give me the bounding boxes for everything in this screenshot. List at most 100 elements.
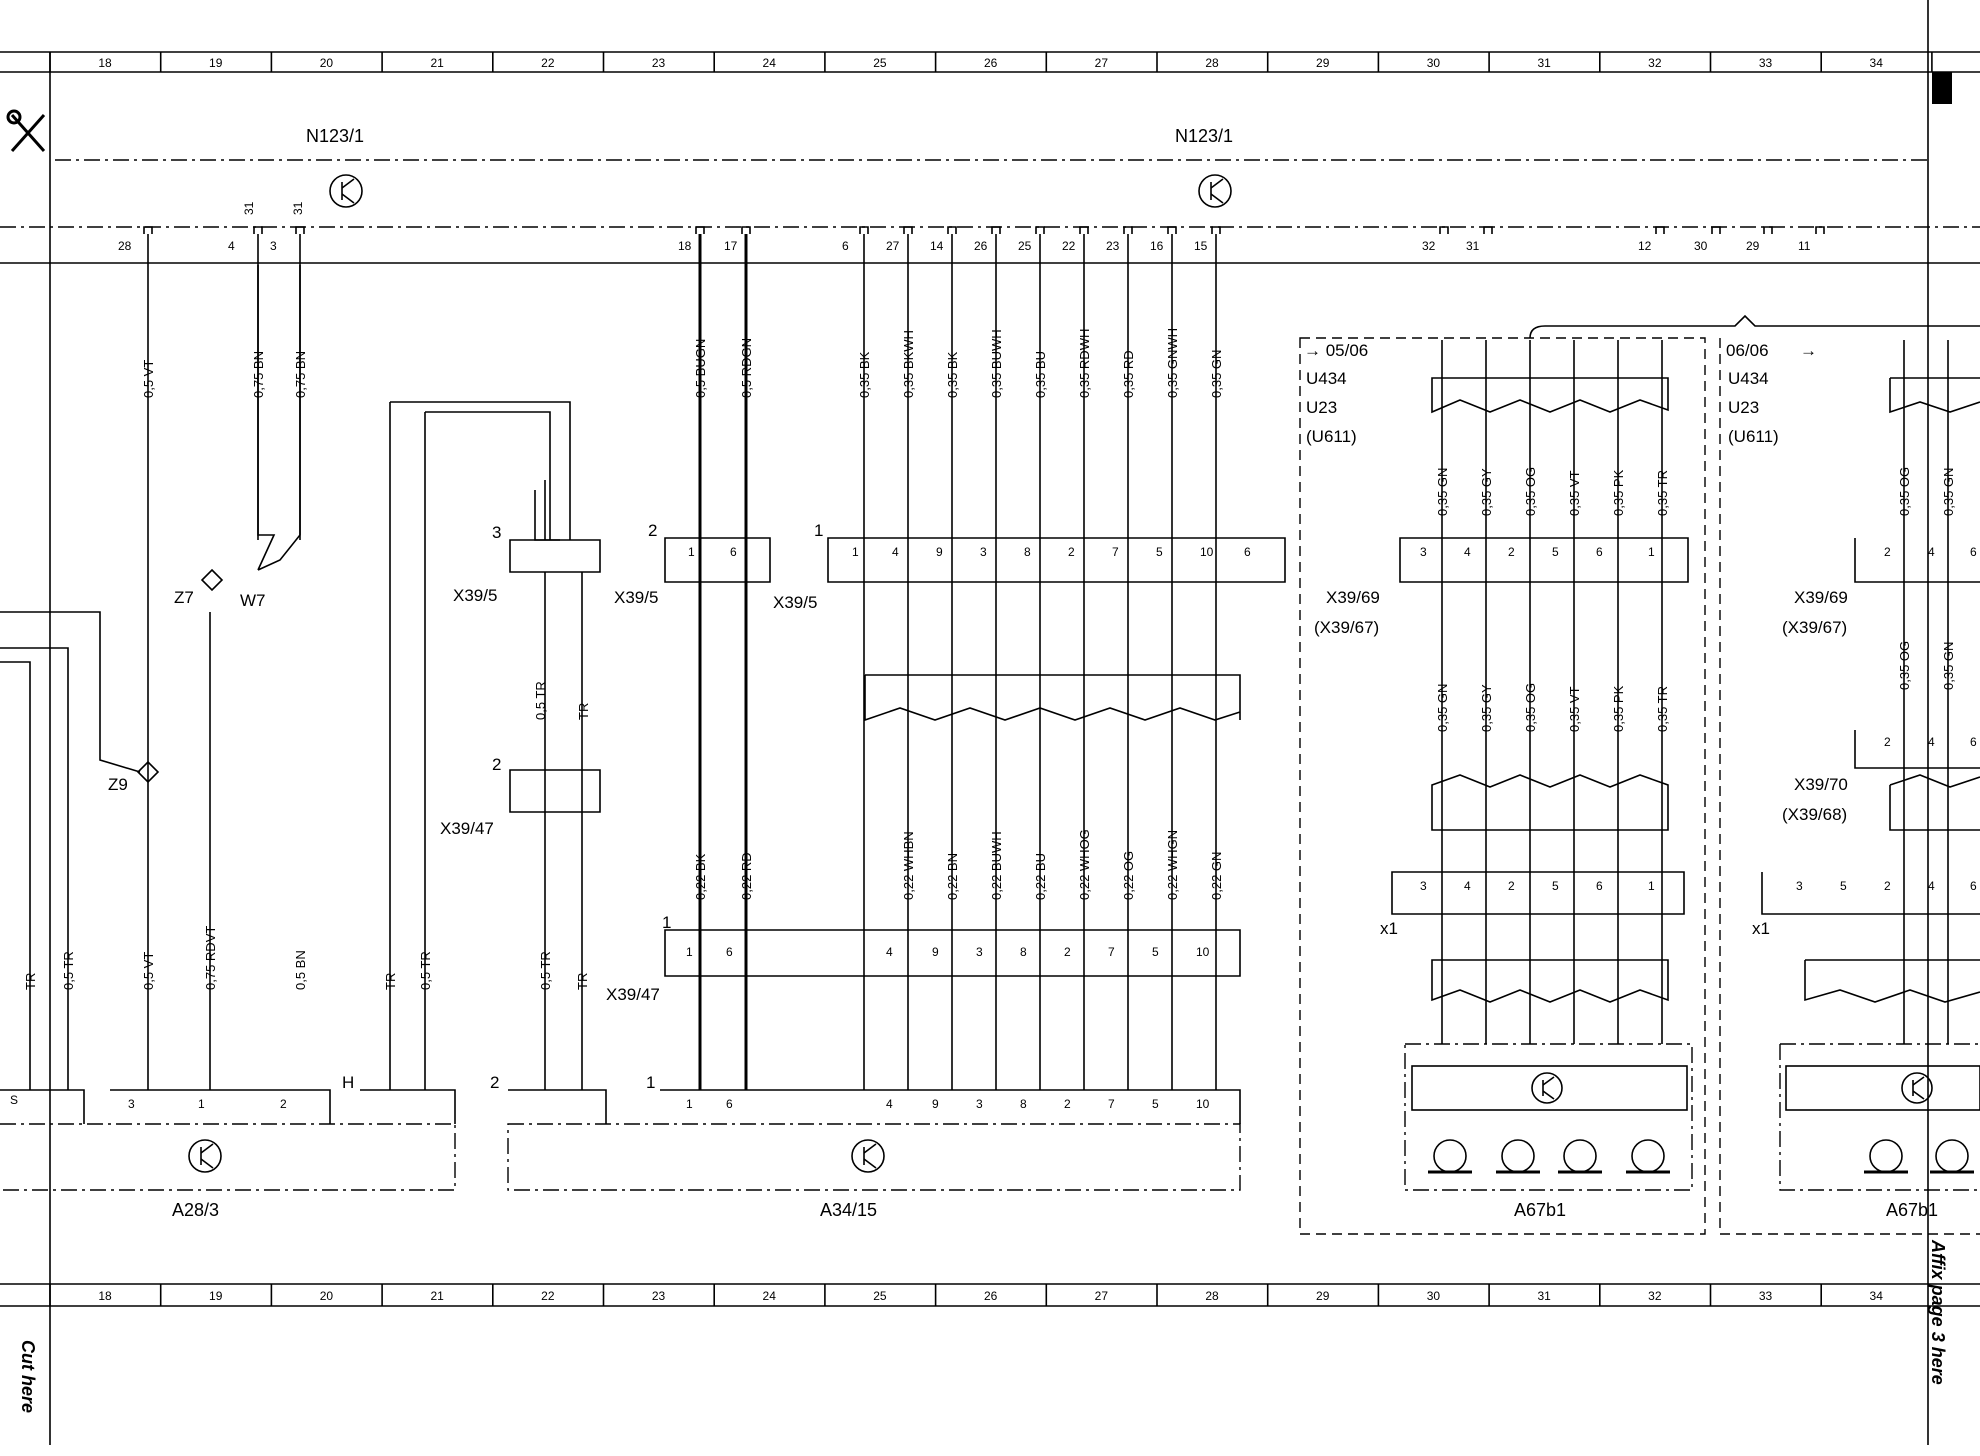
pin-number: 3 — [980, 545, 987, 559]
speaker-icon — [1864, 1139, 1908, 1174]
pin-number: 2 — [1064, 945, 1071, 959]
pin-number: 27 — [886, 239, 900, 253]
wire-label: 0,35 PK — [1611, 685, 1626, 732]
wire-label: 0,5 TR — [533, 681, 548, 720]
ruler-number: 23 — [652, 56, 666, 70]
u23-right: U23 — [1728, 398, 1759, 417]
x39-5-label-b: X39/5 — [614, 588, 658, 607]
pin-terminal — [1439, 226, 1449, 234]
registration-mark — [1932, 72, 1952, 104]
pin-terminal — [295, 226, 305, 234]
ruler-number: 22 — [541, 1289, 555, 1303]
pin-number: 17 — [724, 239, 738, 253]
speaker-icon — [1496, 1139, 1540, 1174]
pin-number: 2 — [1068, 545, 1075, 559]
pin-number: 4 — [892, 545, 899, 559]
wire-label: 0,22 BU — [1033, 853, 1048, 900]
pin-terminal — [143, 226, 153, 234]
x39-68-right: (X39/68) — [1782, 805, 1847, 824]
ruler-number: 26 — [984, 1289, 998, 1303]
pin-terminal — [1123, 226, 1133, 234]
pin-number: 5 — [1552, 879, 1559, 893]
x39-5-label-a: X39/5 — [453, 586, 497, 605]
wire-label: 0,35 GNWH — [1165, 328, 1180, 398]
ruler-number: 32 — [1648, 56, 1662, 70]
ruler-number: 33 — [1759, 1289, 1773, 1303]
x1-left: x1 — [1380, 919, 1398, 938]
transistor-icon — [188, 1139, 222, 1173]
x39-47-num1: 1 — [662, 913, 671, 932]
a67-label-left: A67b1 — [1514, 1200, 1566, 1220]
wire-label: 0,35 PK — [1611, 469, 1626, 516]
x39-70-right: X39/70 — [1794, 775, 1848, 794]
pin-terminal — [1167, 226, 1177, 234]
wire-label: 0,35 TR — [1655, 470, 1670, 516]
wire-label: 0,22 BK — [693, 853, 708, 900]
wire-label: 0,35 BU — [1033, 351, 1048, 398]
ruler-number: 28 — [1205, 1289, 1219, 1303]
wire-label: 0,22 RD — [739, 852, 754, 900]
n123-label-right: N123/1 — [1175, 126, 1233, 146]
pin-number: 4 — [228, 239, 235, 253]
ruler-number: 24 — [763, 56, 777, 70]
wire-label: 0,35 RD — [1121, 350, 1136, 398]
ruler-number: 34 — [1870, 1289, 1884, 1303]
ruler-number: 30 — [1427, 1289, 1441, 1303]
pin-terminal — [1211, 226, 1221, 234]
a67-label-right: A67b1 — [1886, 1200, 1938, 1220]
pin-terminal — [947, 226, 957, 234]
ruler-number: 31 — [1537, 1289, 1551, 1303]
pin-number: 1 — [1648, 545, 1655, 559]
page-arrow-right: → — [1800, 341, 1817, 360]
x39-69-left: X39/69 — [1326, 588, 1380, 607]
wire-label: 0,35 GY — [1479, 684, 1494, 732]
connector-bodies — [0, 265, 1980, 1235]
ruler-number: 18 — [98, 56, 112, 70]
pin-number: 3 — [1796, 879, 1803, 893]
bottom-ruler — [0, 1283, 1980, 1307]
ruler-number: 34 — [1870, 56, 1884, 70]
pin-number: 28 — [118, 239, 132, 253]
wire-label: 0,5 TR — [538, 951, 553, 990]
pin-number: 3 — [270, 239, 277, 253]
pin-number: 1 — [686, 945, 693, 959]
x39-5-num2: 2 — [648, 521, 657, 540]
pin-number: 6 — [1970, 545, 1977, 559]
pin-number: 2 — [1884, 735, 1891, 749]
wire-label: 0,22 WHBN — [901, 831, 916, 900]
wire-label: 0,22 WHGN — [1165, 830, 1180, 900]
pin-number: 9 — [936, 545, 943, 559]
pin-number: 29 — [1746, 239, 1760, 253]
wire-label: 0,35 GN — [1209, 350, 1224, 398]
pin-terminal — [253, 226, 263, 234]
ruler-number: 22 — [541, 56, 555, 70]
pin-number: 15 — [1194, 239, 1208, 253]
pin-number: 6 — [730, 545, 737, 559]
page-ref-right: 06/06 — [1726, 341, 1769, 360]
pin-number: 1 — [688, 545, 695, 559]
wire-label: 0,35 OG — [1523, 683, 1538, 732]
ruler-number: 18 — [98, 1289, 112, 1303]
pin-terminal — [1815, 226, 1825, 234]
ruler-number: 25 — [873, 1289, 887, 1303]
ruler-number: 19 — [209, 56, 223, 70]
pin-number: 9 — [932, 945, 939, 959]
pin-number: 7 — [1108, 945, 1115, 959]
ruler-number: 27 — [1095, 56, 1109, 70]
pin-terminal — [1711, 226, 1721, 234]
wire-label: 0,35 TR — [1655, 686, 1670, 732]
splice-z9-icon — [136, 760, 160, 784]
ruler-number: 31 — [1537, 56, 1551, 70]
ruler-number: 21 — [430, 1289, 444, 1303]
wire-label: 0,35 GN — [1941, 468, 1956, 516]
pin-number: 6 — [842, 239, 849, 253]
pin-number: 2 — [280, 1097, 287, 1111]
wire-label: 0,35 BUWH — [989, 329, 1004, 398]
wire-label: 0,35 VT — [1567, 470, 1582, 516]
x39-67-right: (X39/67) — [1782, 618, 1847, 637]
pin-number: 6 — [1596, 545, 1603, 559]
pin-number: 30 — [1694, 239, 1708, 253]
pin-number: 4 — [1464, 545, 1471, 559]
